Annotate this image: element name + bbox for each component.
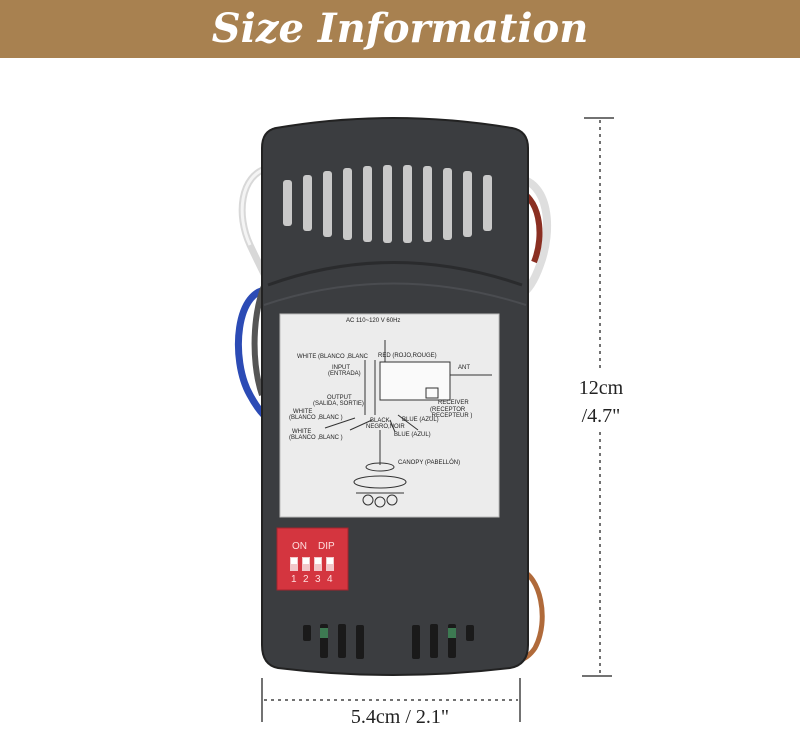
label-canopy: CANOPY (PABELLÓN) — [398, 460, 461, 466]
label-black: BLACK — [370, 418, 390, 424]
label-white-mid: WHITE — [293, 409, 313, 415]
width-dimension-label: 5.4cm / 2.1" — [330, 706, 470, 728]
dip-on-label: ON — [292, 541, 307, 552]
height-dimension-label: 12cm /4.7" — [566, 372, 636, 432]
label-white-mid-es: (BLANCO ,BLANC ) — [289, 415, 343, 421]
power-spec: AC 110~120 V 60Hz — [346, 318, 401, 324]
top-vents — [283, 165, 492, 243]
label-white-top: WHITE (BLANCO ,BLANC — [297, 354, 369, 360]
label-white-low-es: (BLANCO ,BLANC ) — [289, 435, 343, 441]
label-white-low: WHITE — [292, 429, 312, 435]
vent-accents — [320, 628, 456, 638]
label-output: OUTPUT — [327, 395, 352, 401]
wiring-diagram — [324, 340, 492, 508]
dip-dip-label: DIP — [318, 541, 335, 552]
header-banner — [0, 0, 800, 58]
label-receiver: RECEIVER — [438, 400, 469, 406]
dip-switch-toggles — [291, 558, 333, 564]
label-receiver-es: (RECEPTOR ,RECEPTEUR ) — [430, 407, 473, 419]
height-dimension-line — [582, 117, 614, 677]
body-contour — [267, 261, 523, 287]
width-dimension-line — [261, 678, 521, 722]
label-output-es: (SALIDA, SORTIE) — [313, 401, 364, 407]
dip-number-1: 1 — [291, 574, 297, 585]
height-inches: /4.7" — [581, 405, 621, 427]
dip-number-3: 3 — [315, 574, 321, 585]
label-blue: BLUE (AZUL) — [402, 417, 439, 423]
height-cm: 12cm — [578, 377, 624, 399]
label-input-es: (ENTRADA) — [328, 371, 361, 377]
dip-number-4: 4 — [327, 574, 333, 585]
label-text: AC 110~120 V 60Hz WHITE (BLANCO ,BLANC R… — [280, 314, 499, 517]
label-black-es: NEGRO,NOIR — [366, 424, 405, 430]
dip-switch — [276, 527, 349, 591]
wiring-label-sticker — [279, 313, 500, 518]
label-input: INPUT — [332, 365, 350, 371]
dip-number-2: 2 — [303, 574, 309, 585]
label-blue-low: BLUE (AZUL) — [394, 432, 431, 438]
white-wire-highlight — [240, 166, 269, 246]
page-title: Size Information — [211, 5, 589, 52]
label-ant: ANT — [458, 365, 470, 371]
label-red: RED (ROJO,ROUGE) — [378, 353, 437, 359]
